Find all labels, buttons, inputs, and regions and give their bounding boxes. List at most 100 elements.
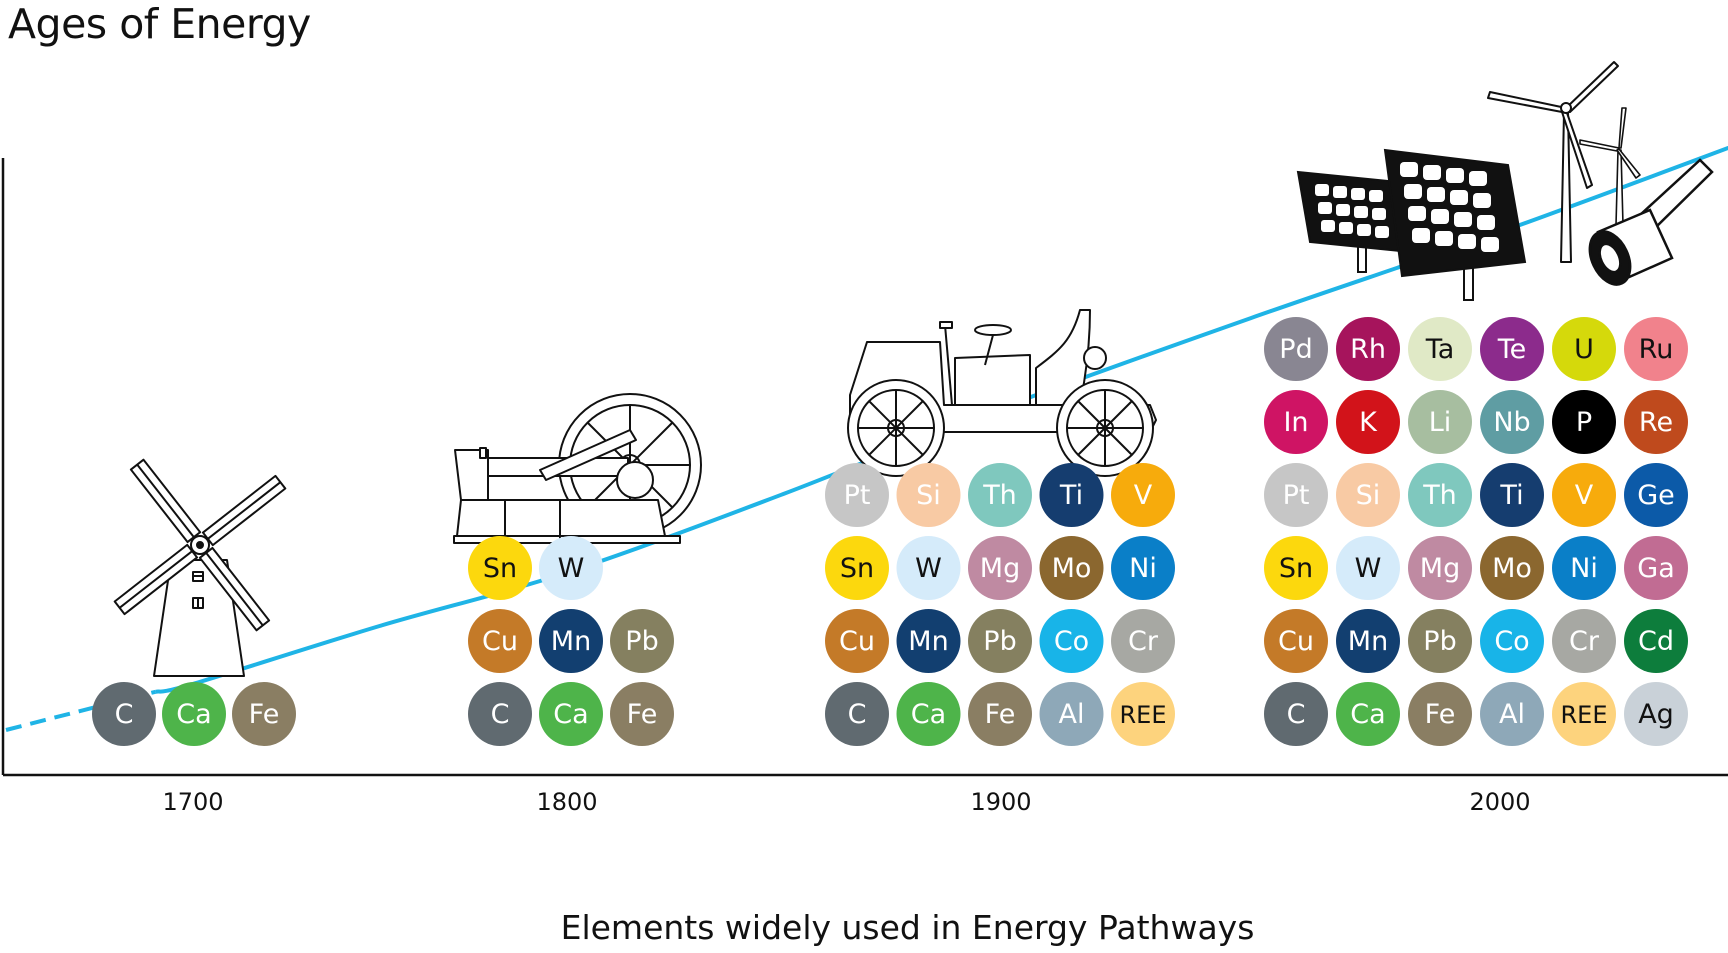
- x-tick-label-2000: 2000: [1469, 788, 1530, 816]
- element-circle-2000-ree: [1552, 682, 1616, 746]
- element-circle-1900-al: [1039, 682, 1104, 746]
- element-label-1800-ca: Ca: [553, 699, 588, 730]
- renewables-icon: [1296, 61, 1714, 301]
- element-label-1900-pb: Pb: [983, 626, 1016, 657]
- element-circle-2000-v: [1552, 463, 1616, 527]
- x-axis-label: Elements widely used in Energy Pathways: [560, 908, 1255, 947]
- element-label-2000-pb: Pb: [1423, 626, 1456, 657]
- element-label-2000-ni: Ni: [1570, 553, 1598, 584]
- element-label-2000-w: W: [1355, 553, 1382, 584]
- element-circle-1900-ni: [1111, 536, 1175, 600]
- element-label-1800-cu: Cu: [482, 626, 518, 657]
- element-circle-2000-fe: [1408, 682, 1472, 746]
- element-circle-1900-cr: [1111, 609, 1175, 673]
- element-circle-2000-pd: [1264, 317, 1328, 381]
- element-circle-2000-cr: [1552, 609, 1616, 673]
- element-label-2000-cd: Cd: [1638, 626, 1674, 657]
- element-circle-1800-c: [468, 682, 532, 746]
- element-label-2000-fe: Fe: [1425, 699, 1456, 730]
- element-label-1900-v: V: [1134, 480, 1153, 511]
- element-circle-1900-mn: [896, 609, 961, 673]
- element-label-2000-mg: Mg: [1420, 553, 1460, 584]
- element-circle-2000-u: [1552, 317, 1616, 381]
- element-label-2000-te: Te: [1497, 334, 1527, 365]
- element-label-1900-fe: Fe: [985, 699, 1016, 730]
- element-circle-2000-nb: [1480, 390, 1544, 454]
- element-label-1800-fe: Fe: [627, 699, 658, 730]
- element-label-1900-pt: Pt: [844, 480, 871, 511]
- element-circle-2000-ru: [1624, 317, 1688, 381]
- element-circle-1900-pb: [968, 609, 1032, 673]
- element-circle-1900-cu: [825, 609, 889, 673]
- element-circle-2000-ge: [1624, 463, 1688, 527]
- element-label-1900-co: Co: [1054, 626, 1089, 657]
- element-label-1900-th: Th: [982, 480, 1017, 511]
- element-circle-2000-sn: [1264, 536, 1328, 600]
- element-label-1900-cu: Cu: [839, 626, 875, 657]
- element-circle-2000-c: [1264, 682, 1328, 746]
- element-label-2000-cu: Cu: [1278, 626, 1314, 657]
- element-circle-1800-ca: [539, 682, 603, 746]
- element-circle-2000-p: [1552, 390, 1616, 454]
- element-label-1700-ca: Ca: [176, 699, 211, 730]
- element-label-1800-sn: Sn: [483, 553, 517, 584]
- element-label-2000-in: In: [1283, 407, 1308, 438]
- element-label-2000-re: Re: [1639, 407, 1673, 438]
- element-circle-1900-mg: [968, 536, 1032, 600]
- element-label-1900-mo: Mo: [1052, 553, 1092, 584]
- element-circle-2000-ti: [1480, 463, 1544, 527]
- element-circle-2000-al: [1480, 682, 1544, 746]
- x-tick-label-1900: 1900: [970, 788, 1031, 816]
- element-label-1900-al: Al: [1059, 699, 1085, 730]
- element-circle-2000-ag: [1624, 682, 1688, 746]
- element-label-2000-co: Co: [1494, 626, 1529, 657]
- element-circle-1700-ca: [162, 682, 226, 746]
- element-label-1700-fe: Fe: [249, 699, 280, 730]
- element-label-2000-ta: Ta: [1425, 334, 1455, 365]
- element-label-1900-ti: Ti: [1059, 480, 1083, 511]
- element-label-1800-c: C: [491, 699, 510, 730]
- element-label-1900-ni: Ni: [1129, 553, 1157, 584]
- element-circle-2000-ni: [1552, 536, 1616, 600]
- element-label-2000-sn: Sn: [1279, 553, 1313, 584]
- element-circle-1800-mn: [539, 609, 603, 673]
- x-tick-label-1700: 1700: [162, 788, 223, 816]
- element-circle-1900-ca: [896, 682, 961, 746]
- element-label-2000-u: U: [1574, 334, 1594, 365]
- element-label-2000-ga: Ga: [1637, 553, 1674, 584]
- element-circle-2000-mn: [1336, 609, 1400, 673]
- element-label-1900-mn: Mn: [908, 626, 948, 657]
- element-circle-1800-pb: [610, 609, 674, 673]
- element-circle-1800-cu: [468, 609, 532, 673]
- element-circle-2000-te: [1480, 317, 1544, 381]
- element-label-2000-al: Al: [1499, 699, 1525, 730]
- element-circle-2000-cd: [1624, 609, 1688, 673]
- element-label-2000-rh: Rh: [1350, 334, 1386, 365]
- element-label-2000-si: Si: [1356, 480, 1381, 511]
- element-label-1900-c: C: [848, 699, 867, 730]
- element-label-2000-c: C: [1287, 699, 1306, 730]
- element-circle-1800-w: [539, 536, 603, 600]
- element-circle-2000-cu: [1264, 609, 1328, 673]
- element-label-2000-nb: Nb: [1493, 407, 1530, 438]
- element-circle-2000-re: [1624, 390, 1688, 454]
- automobile-icon: [847, 309, 1157, 477]
- element-label-2000-ge: Ge: [1637, 480, 1675, 511]
- chart-title: Ages of Energy: [8, 0, 311, 48]
- element-label-2000-mn: Mn: [1348, 626, 1388, 657]
- element-label-2000-p: P: [1576, 407, 1592, 438]
- element-circle-1900-fe: [968, 682, 1032, 746]
- element-label-2000-ca: Ca: [1350, 699, 1385, 730]
- element-label-1900-cr: Cr: [1128, 626, 1159, 657]
- element-circle-1800-fe: [610, 682, 674, 746]
- element-label-2000-li: Li: [1429, 407, 1452, 438]
- element-circle-2000-ta: [1408, 317, 1472, 381]
- element-circle-2000-in: [1264, 390, 1328, 454]
- element-circle-1900-w: [896, 536, 961, 600]
- element-circle-2000-ga: [1624, 536, 1688, 600]
- element-label-1800-w: W: [558, 553, 585, 584]
- element-label-1800-pb: Pb: [625, 626, 658, 657]
- element-circle-1800-sn: [468, 536, 532, 600]
